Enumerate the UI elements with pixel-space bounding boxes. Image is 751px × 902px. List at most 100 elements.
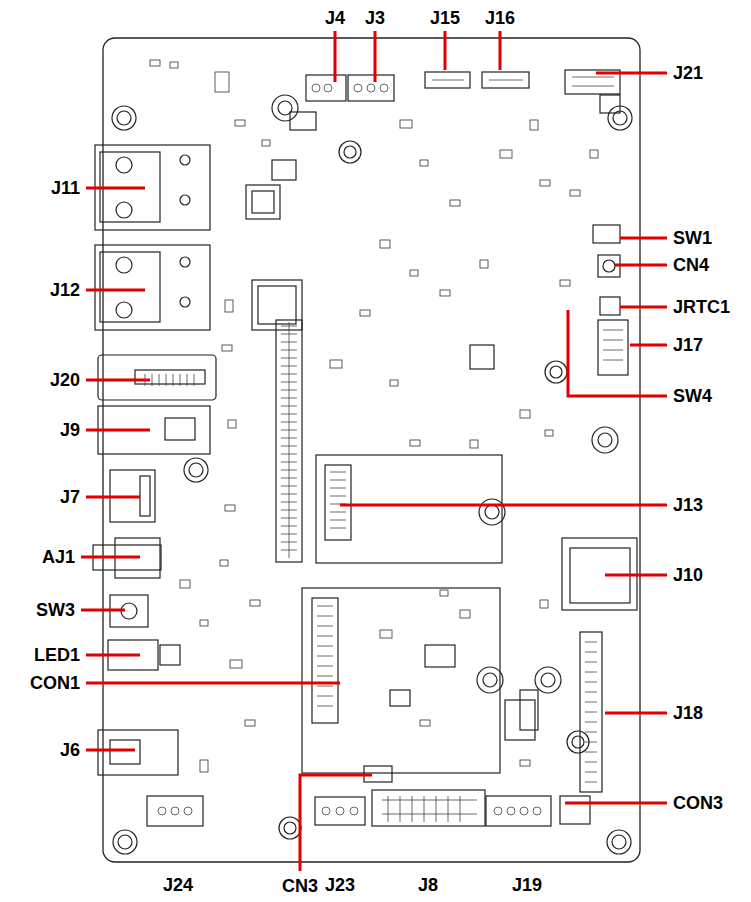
smd-pads: [262, 140, 270, 146]
connector-outline: [116, 257, 132, 273]
pin-grid: [494, 807, 502, 815]
smd-pads: [470, 440, 478, 448]
callout-label: J17: [673, 335, 703, 355]
mounting-hole: [284, 822, 296, 834]
smd-pads: [590, 150, 598, 158]
connector-outline: [580, 632, 602, 792]
connector-outline: [258, 286, 296, 324]
smd-pads: [410, 440, 420, 446]
pin-grid: [158, 807, 166, 815]
mounting-hole: [477, 667, 503, 693]
connector-outline: [95, 245, 210, 330]
connector-outline: [312, 598, 338, 723]
mounting-hole: [189, 463, 203, 477]
smd-pads: [150, 60, 160, 66]
connector-outline: [598, 320, 628, 375]
smd-pads: [420, 160, 428, 166]
smd-pads: [215, 72, 229, 92]
smd-pads: [480, 260, 488, 268]
mounting-hole: [598, 433, 612, 447]
pin-grid: [145, 374, 194, 386]
smd-pads: [150, 60, 598, 772]
connector-outline: [180, 257, 190, 267]
callout-label: CON3: [673, 793, 723, 813]
mounting-hole: [272, 95, 298, 121]
smd-pads: [222, 345, 232, 351]
smd-pads: [245, 720, 255, 726]
smd-pads: [440, 290, 450, 296]
pin-grid: [603, 330, 623, 360]
callout-label: J20: [50, 370, 80, 390]
smd-pads: [410, 270, 418, 276]
smd-pads: [380, 630, 392, 638]
mounting-hole: [118, 835, 132, 849]
mounting-hole: [535, 667, 561, 693]
connector-outline: [116, 157, 132, 173]
connector-outline: [180, 195, 190, 205]
smd-pads: [380, 240, 390, 248]
mounting-hole: [339, 141, 361, 163]
connector-outline: [593, 225, 620, 243]
smd-pads: [500, 150, 512, 158]
connector-outline: [98, 730, 178, 775]
callout-label: J19: [512, 875, 542, 895]
pin-grid: [380, 84, 388, 92]
smd-pads: [330, 360, 342, 368]
smd-pads: [225, 300, 233, 312]
leader-line: [568, 310, 667, 396]
callout-label: J24: [163, 875, 193, 895]
smd-pads: [530, 120, 538, 130]
connector-outline: [110, 740, 140, 764]
pin-grid: [520, 807, 528, 815]
mounting-hole: [550, 366, 562, 378]
connector-outline: [116, 302, 132, 318]
leader-line: [300, 775, 372, 871]
connector-outline: [135, 370, 205, 384]
callout-label: J16: [485, 8, 515, 28]
connector-outline: [600, 95, 620, 113]
callout-label: J18: [673, 703, 703, 723]
connector-outline: [348, 75, 394, 101]
pin-grid: [317, 606, 333, 706]
connector-outline: [160, 645, 180, 665]
pin-grid: [171, 807, 179, 815]
connector-outline: [180, 155, 190, 165]
callout-label: SW4: [673, 386, 712, 406]
callout-label: J15: [430, 8, 460, 28]
connector-outline: [486, 796, 551, 826]
pin-grid: [324, 84, 332, 92]
pin-grid: [585, 642, 597, 782]
connector-outline: [252, 280, 302, 330]
callout-label: J7: [60, 487, 80, 507]
callout-label: J11: [51, 178, 80, 198]
mounting-hole: [545, 361, 567, 383]
mounting-hole: [572, 736, 584, 748]
connector-outline: [372, 790, 485, 826]
callout-label: CON1: [30, 673, 80, 693]
pin-grid: [432, 77, 614, 86]
connector-outline: [600, 297, 620, 315]
smd-pads: [420, 720, 430, 726]
callout-label: J9: [60, 420, 80, 440]
callout-label: J8: [418, 875, 438, 895]
leader-line: [81, 31, 667, 871]
callout-label: LED1: [34, 645, 80, 665]
connector-outline: [252, 191, 274, 213]
pin-grid: [312, 84, 320, 92]
smd-pads: [170, 62, 178, 68]
pin-grid: [507, 807, 515, 815]
connector-outline: [520, 690, 538, 730]
connector-outline: [180, 297, 190, 307]
callout-label: J10: [673, 565, 703, 585]
mounting-hole: [592, 427, 618, 453]
pin-grid: [330, 472, 346, 528]
callout-label: J6: [60, 740, 80, 760]
callout-label: J23: [325, 875, 355, 895]
mounting-hole: [483, 673, 497, 687]
connector-outline: [276, 320, 302, 562]
mounting-hole: [112, 95, 632, 854]
smd-pads: [250, 600, 260, 606]
callout-label: SW1: [673, 228, 712, 248]
connector-outline: [603, 260, 615, 272]
connector-outline: [390, 690, 410, 706]
